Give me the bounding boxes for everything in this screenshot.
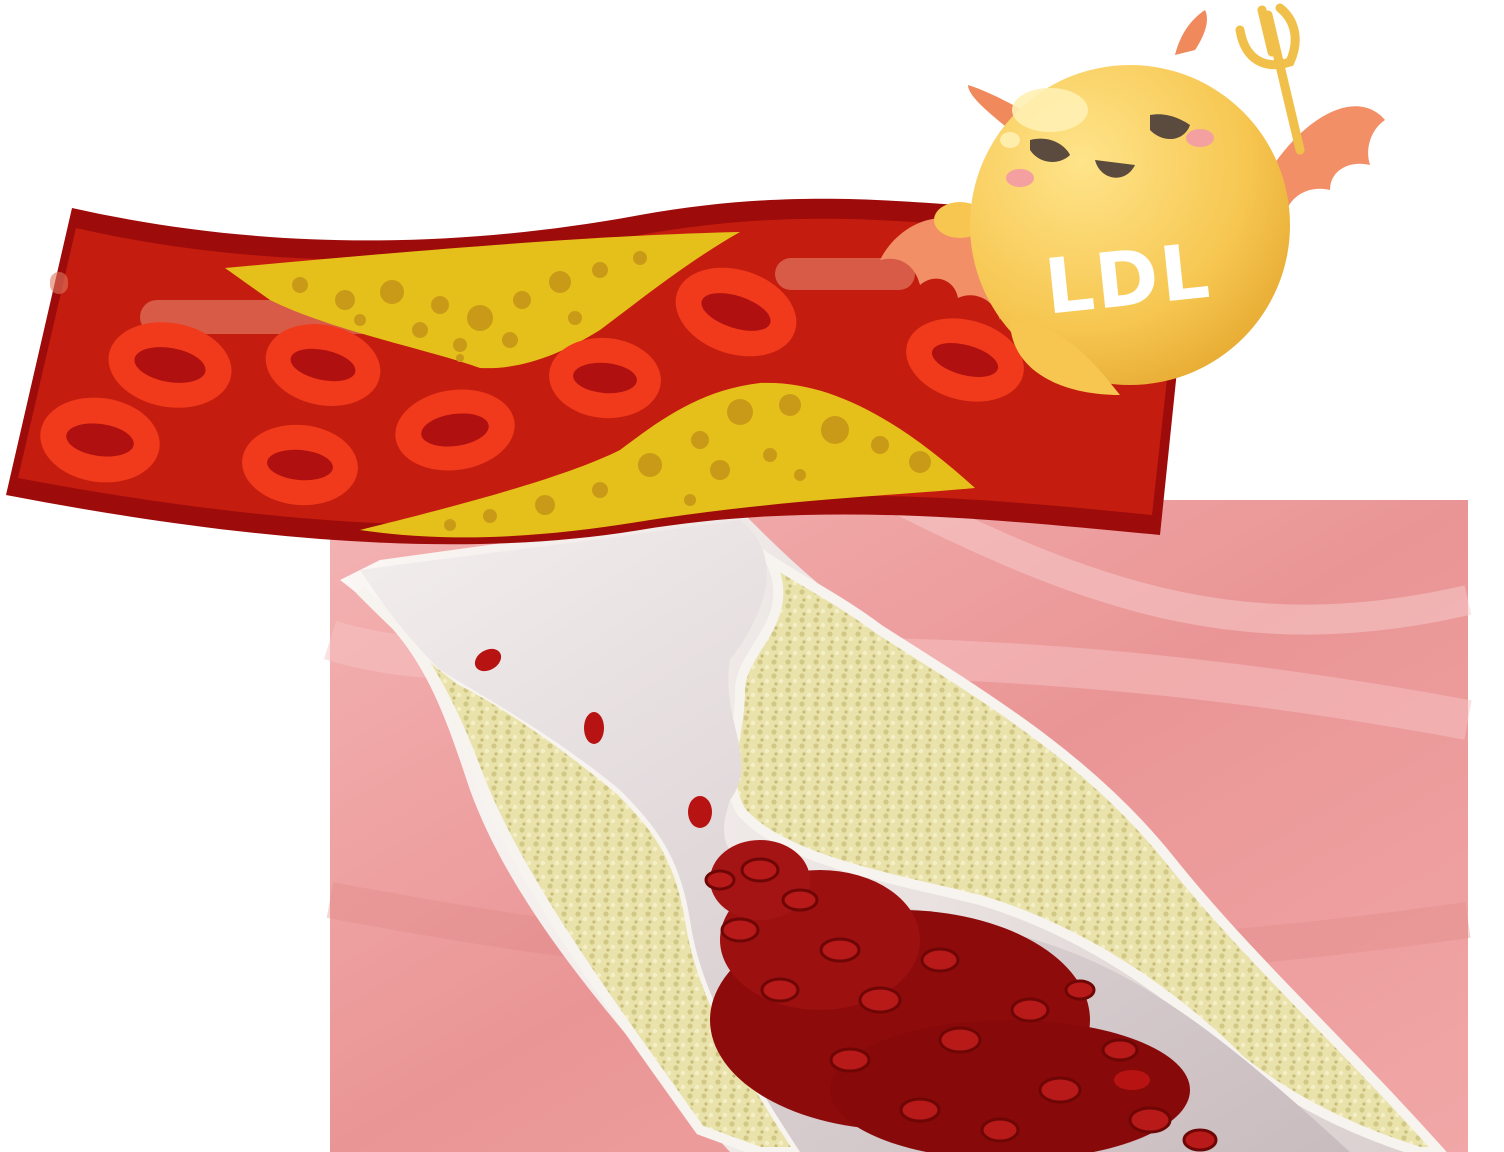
cartoon-blood-vessel xyxy=(6,198,1190,545)
artery-lumen xyxy=(360,520,1350,1152)
cartoon-plaque-bottom xyxy=(360,382,975,538)
cartoon-plaque-top xyxy=(225,232,740,369)
right-wing xyxy=(1270,106,1385,215)
plaque-top-dots xyxy=(292,251,647,362)
right-horn xyxy=(1175,10,1207,55)
cartoon-red-blood-cells xyxy=(40,267,1024,506)
plaque-bottom-dots xyxy=(444,394,931,531)
ldl-label: LDL xyxy=(1041,226,1215,332)
ldl-devil-mascot: LDL xyxy=(880,3,1385,395)
blood-cell-cluster xyxy=(474,648,1218,1152)
artery-3d-scene xyxy=(323,486,1472,1152)
trident-icon xyxy=(1235,3,1305,155)
mascot-face xyxy=(1006,114,1214,187)
